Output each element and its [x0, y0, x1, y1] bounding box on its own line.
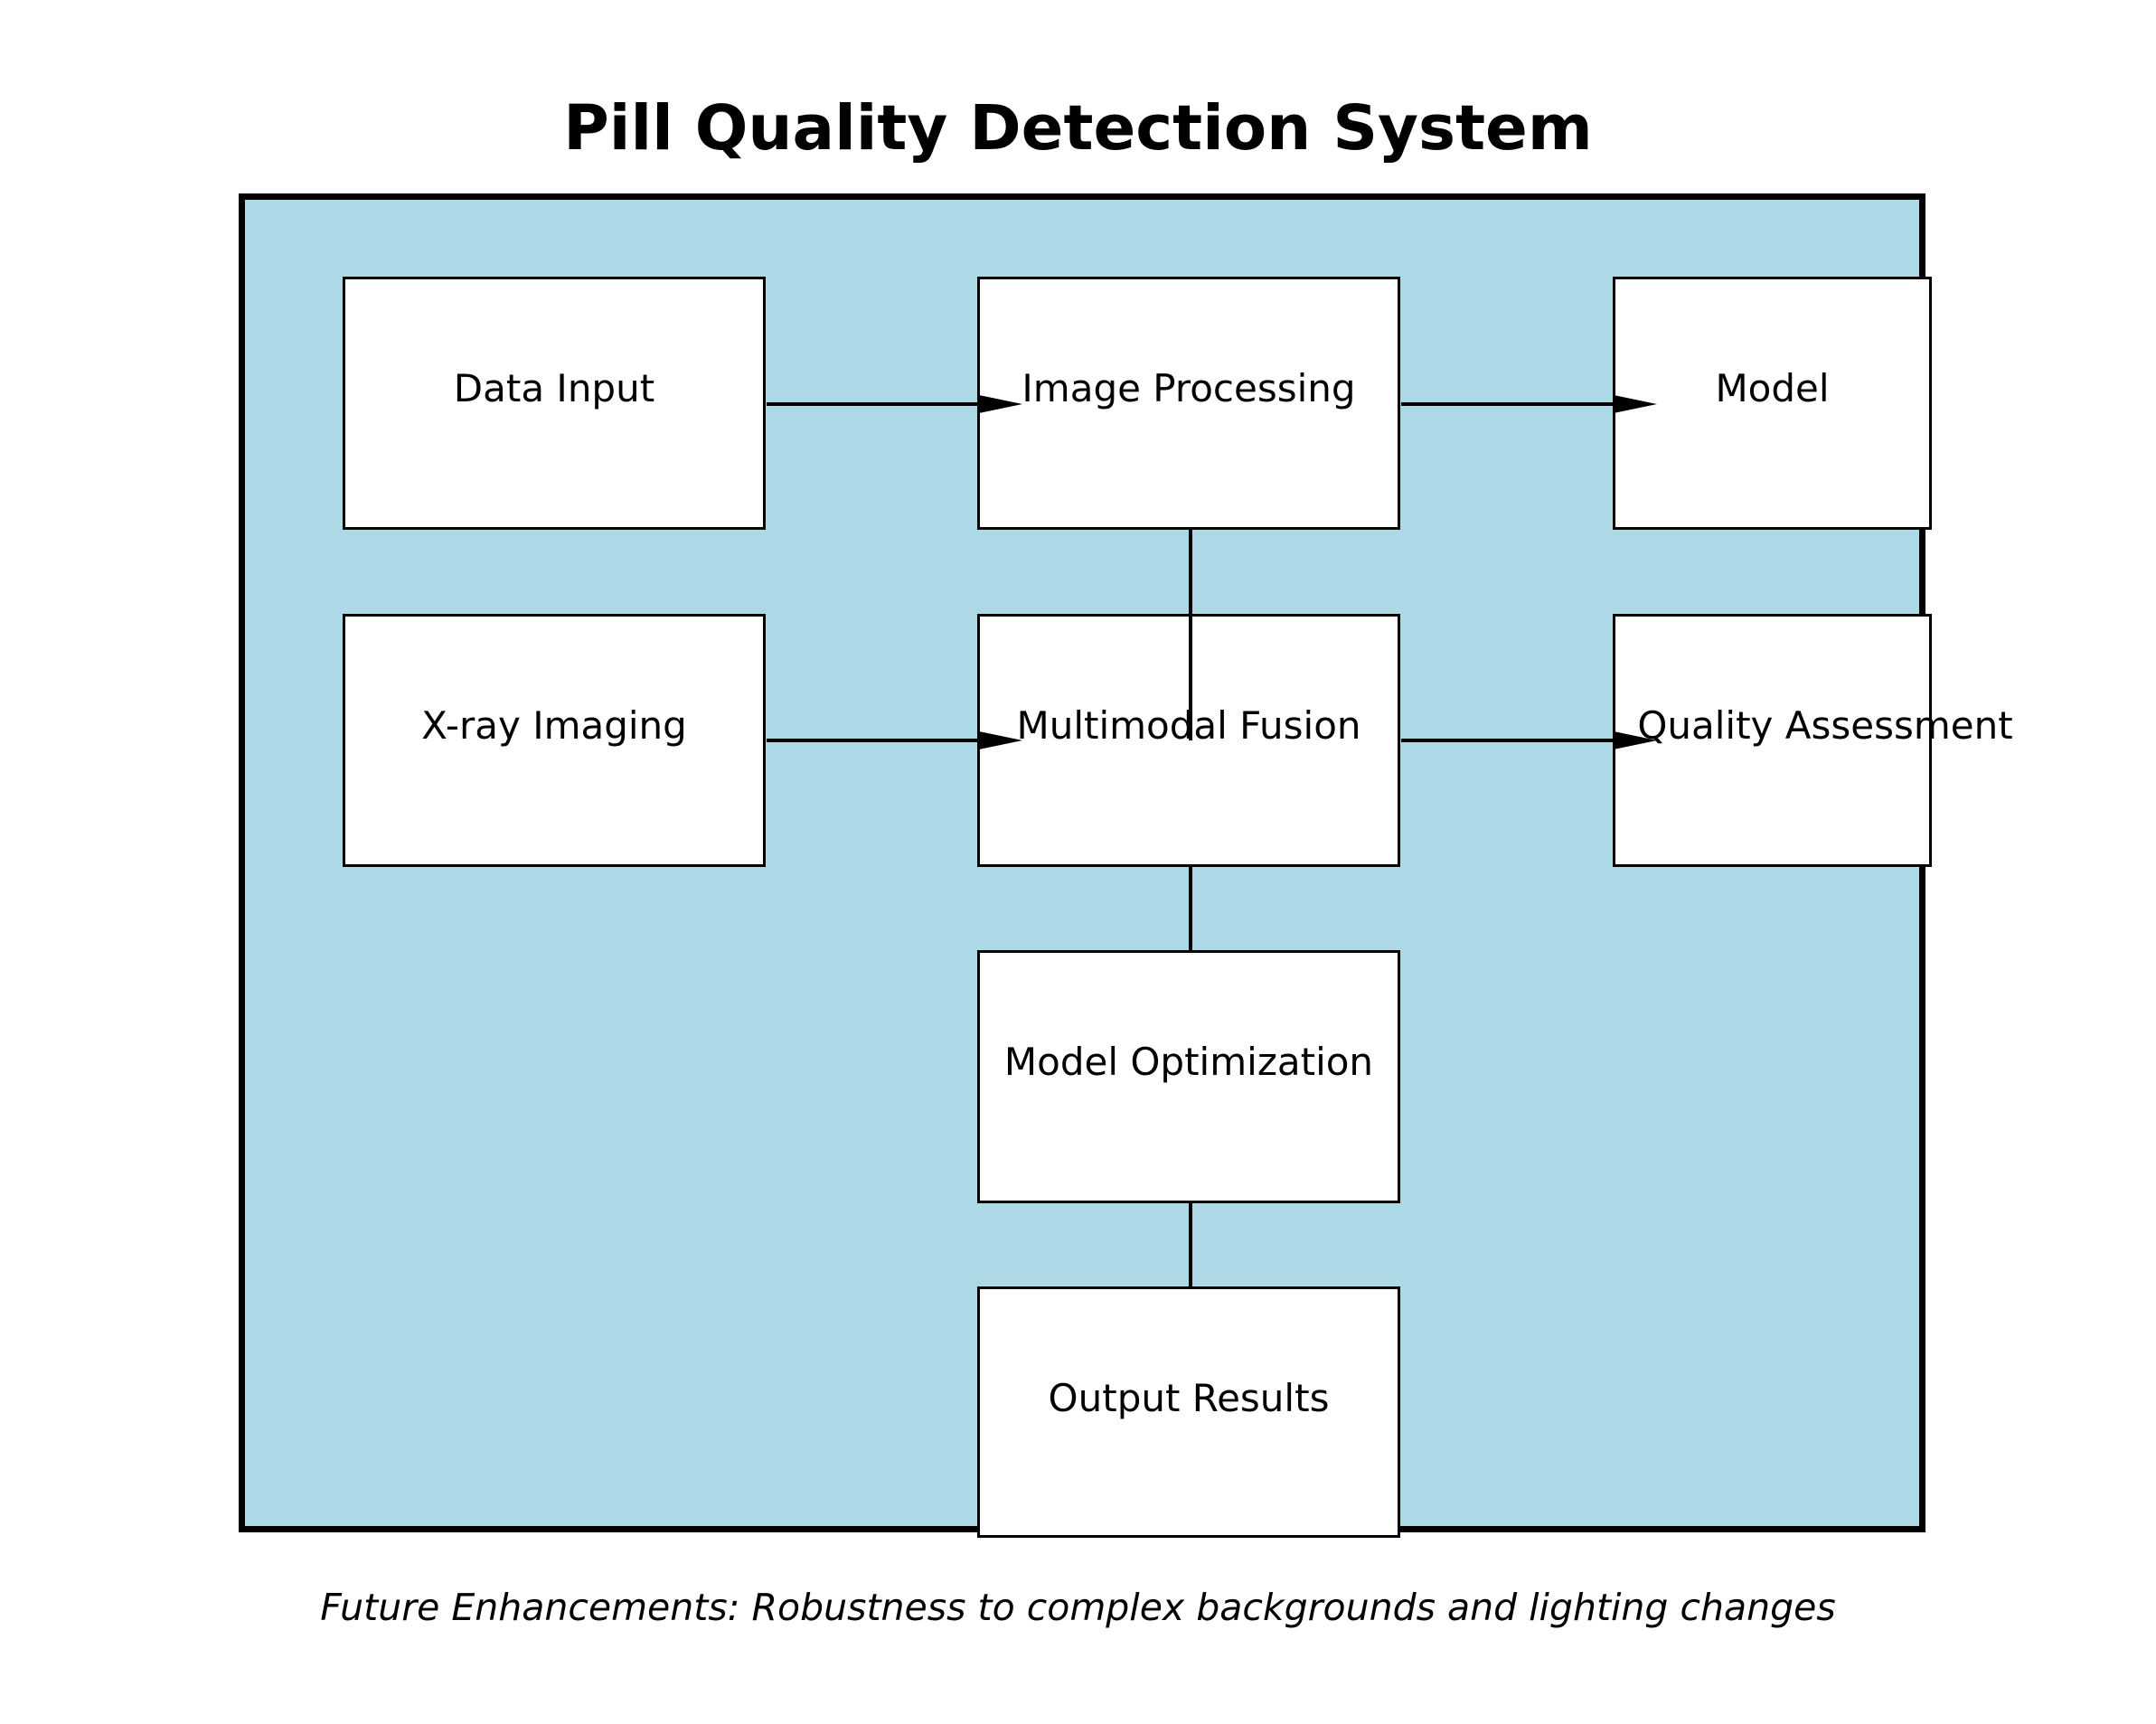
node-model: Model	[1613, 277, 1932, 530]
node-label: Multimodal Fusion	[1016, 703, 1361, 748]
node-label: Model Optimization	[1003, 1040, 1374, 1084]
node-xray-imaging: X-ray Imaging	[343, 614, 766, 867]
node-model-optimization: Model Optimization	[977, 950, 1400, 1203]
diagram-title: Pill Quality Detection System	[563, 92, 1593, 165]
node-data-input: Data Input	[343, 277, 766, 530]
future-enhancements-note: Future Enhancements: Robustness to compl…	[320, 1586, 1836, 1629]
node-label: Data Input	[453, 366, 655, 410]
node-multimodal-fusion: Multimodal Fusion	[977, 614, 1400, 867]
node-label: Output Results	[1048, 1376, 1330, 1420]
node-label: Quality Assessment	[1637, 703, 2013, 748]
node-label: Image Processing	[1022, 366, 1356, 410]
node-label: Model	[1715, 366, 1830, 410]
node-image-processing: Image Processing	[977, 277, 1400, 530]
node-quality-assessment: Quality Assessment	[1613, 614, 2013, 867]
node-output-results: Output Results	[977, 1286, 1400, 1538]
node-label: X-ray Imaging	[421, 703, 687, 748]
